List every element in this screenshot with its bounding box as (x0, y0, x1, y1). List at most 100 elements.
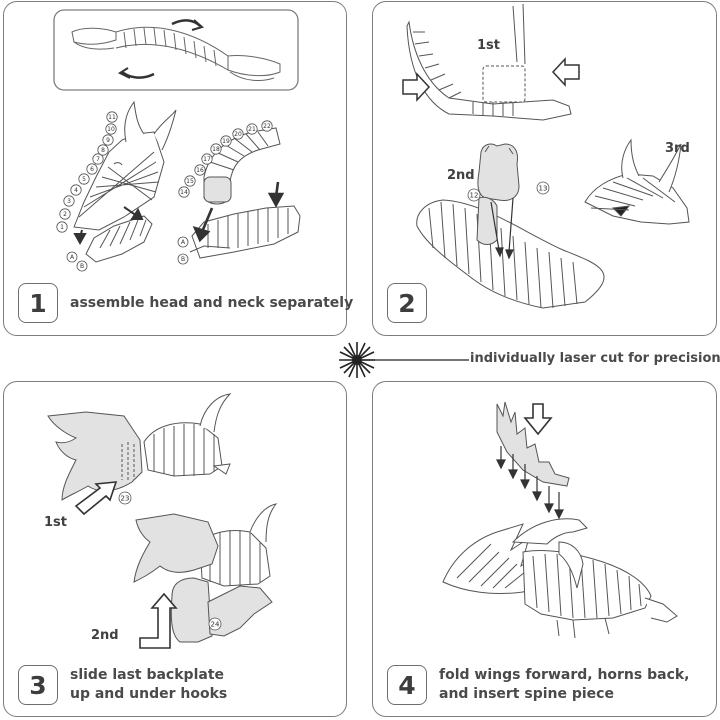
part-number-circle: 18 (210, 143, 222, 155)
neck-base-plate (189, 205, 301, 259)
step-number-badge: 2 (387, 283, 427, 323)
part-number-circle: 4 (70, 184, 82, 196)
part-number-text: 5 (82, 176, 86, 183)
push-arrow-left (402, 72, 431, 102)
part-number-text: 9 (106, 137, 110, 144)
slot-letter-circle: A (177, 236, 189, 248)
insert-arrows (490, 197, 514, 260)
caption-line: fold wings forward, horns back, (439, 667, 690, 683)
order-label-1st: 1st (44, 515, 67, 530)
neck-arrows (192, 181, 285, 243)
part-number-circle: 6 (86, 163, 98, 175)
part-number-circle: 1 (56, 221, 68, 233)
part-number-circle: 8 (97, 144, 109, 156)
laser-burst-icon (339, 342, 469, 378)
part-number-text: 21 (248, 126, 256, 133)
spine-insert-arrows (496, 446, 564, 520)
part-number-circle: 14 (178, 186, 190, 198)
laser-note: individually laser cut for precision fit (470, 351, 720, 366)
part-number-text: 8 (101, 147, 105, 154)
step-2-illustration: 12 13 (402, 3, 690, 309)
neck-assembly (406, 3, 572, 121)
order-label-1st: 1st (477, 38, 500, 53)
caption-line: slide last backplate (70, 667, 224, 683)
part-number-text: 12 (470, 192, 479, 200)
step-3-illustration: 23 24 (47, 393, 278, 649)
part-number-circle: 7 (92, 153, 104, 165)
slot-letter-circle: B (177, 253, 189, 265)
slot-letter-text: A (181, 239, 186, 246)
part-number-circle: 22 (261, 120, 273, 132)
head-parts-stack (73, 100, 177, 231)
step-1-panel: 1 2 3 4 5 6 7 8 9 10 11 14 15 16 17 18 1… (3, 1, 353, 336)
step-number-badge: 4 (387, 665, 427, 705)
part-number-circle: 19 (220, 135, 232, 147)
part-number-text: 4 (74, 187, 78, 194)
part-number-circle: 10 (105, 123, 117, 135)
part-number-text: 7 (96, 156, 100, 163)
part-number-text: 19 (222, 138, 230, 145)
step-4-illustration (442, 401, 678, 639)
part-number-circle: 13 (536, 181, 550, 195)
part-number-text: 17 (203, 156, 211, 163)
part-number-text: 24 (211, 621, 220, 629)
caption-line: assemble head and neck separately (70, 295, 354, 311)
step-caption: fold wings forward, horns back, and inse… (439, 666, 690, 704)
insert-pieces (476, 143, 520, 245)
down-arrow-large (523, 403, 553, 436)
step-caption: slide last backplate up and under hooks (70, 666, 227, 704)
part-number-text: 15 (186, 178, 194, 185)
part-number-text: 18 (212, 146, 220, 153)
step-4-panel: 4 fold wings forward, horns back, and in… (372, 381, 717, 717)
part-number-circle: 23 (118, 491, 132, 505)
part-number-text: 1 (60, 224, 64, 231)
part-number-text: 2 (63, 211, 67, 218)
order-label-3rd: 3rd (665, 141, 690, 156)
part-number-circle: 2 (59, 208, 71, 220)
step-3-arrow-2 (139, 592, 178, 649)
part-number-circle: 15 (184, 175, 196, 187)
step-number-badge: 1 (18, 283, 58, 323)
order-label-2nd: 2nd (447, 168, 475, 183)
part-number-circle: 9 (102, 134, 114, 146)
part-number-text: 3 (67, 198, 71, 205)
part-number-text: 6 (90, 166, 94, 173)
order-label-2nd: 2nd (91, 628, 119, 643)
neck-part-numbers: 14 15 16 17 18 19 20 21 22 (178, 120, 273, 198)
part-number-circle: 17 (201, 153, 213, 165)
part-number-text: 23 (121, 495, 130, 503)
part-number-circle: 21 (246, 123, 258, 135)
part-number-circle: 11 (106, 111, 118, 123)
slot-letter-circle: A (66, 251, 78, 263)
push-arrow-right (551, 57, 580, 87)
step-2-panel: 12 13 1st 2nd 3rd 2 (372, 1, 717, 336)
part-number-text: 22 (263, 123, 271, 130)
slot-letter-text: A (70, 254, 75, 261)
slot-letters: A B A B (66, 236, 189, 272)
part-number-circle: 20 (232, 128, 244, 140)
slot-letter-text: B (80, 263, 84, 270)
step-3-arrow-1 (74, 481, 118, 516)
neck-parts-stack (203, 127, 281, 205)
part-number-circle: 16 (194, 164, 206, 176)
part-number-circle: 5 (78, 173, 90, 185)
part-number-text: 14 (180, 189, 188, 196)
part-number-circle: 12 (467, 188, 481, 202)
part-number-text: 11 (108, 114, 116, 121)
step-number-badge: 3 (18, 665, 58, 705)
lower-wing-pieces (133, 513, 273, 643)
slot-letter-circle: B (76, 260, 88, 272)
hands-twisting-neck (71, 26, 281, 81)
head-arrow (73, 206, 144, 246)
step-1-illustration: 1 2 3 4 5 6 7 8 9 10 11 14 15 16 17 18 1… (53, 9, 301, 272)
caption-line: and insert spine piece (439, 686, 614, 702)
spine-piece (496, 401, 570, 487)
head-part-numbers: 1 2 3 4 5 6 7 8 9 10 11 (56, 111, 118, 233)
assembled-dragon (442, 518, 678, 639)
step-2-part-numbers: 12 13 (467, 181, 550, 202)
head-neck-plate (85, 215, 153, 263)
upper-wing-backplate (47, 411, 143, 501)
part-number-text: 16 (196, 167, 204, 174)
part-number-circle: 3 (63, 195, 75, 207)
twist-arrows (117, 19, 205, 79)
